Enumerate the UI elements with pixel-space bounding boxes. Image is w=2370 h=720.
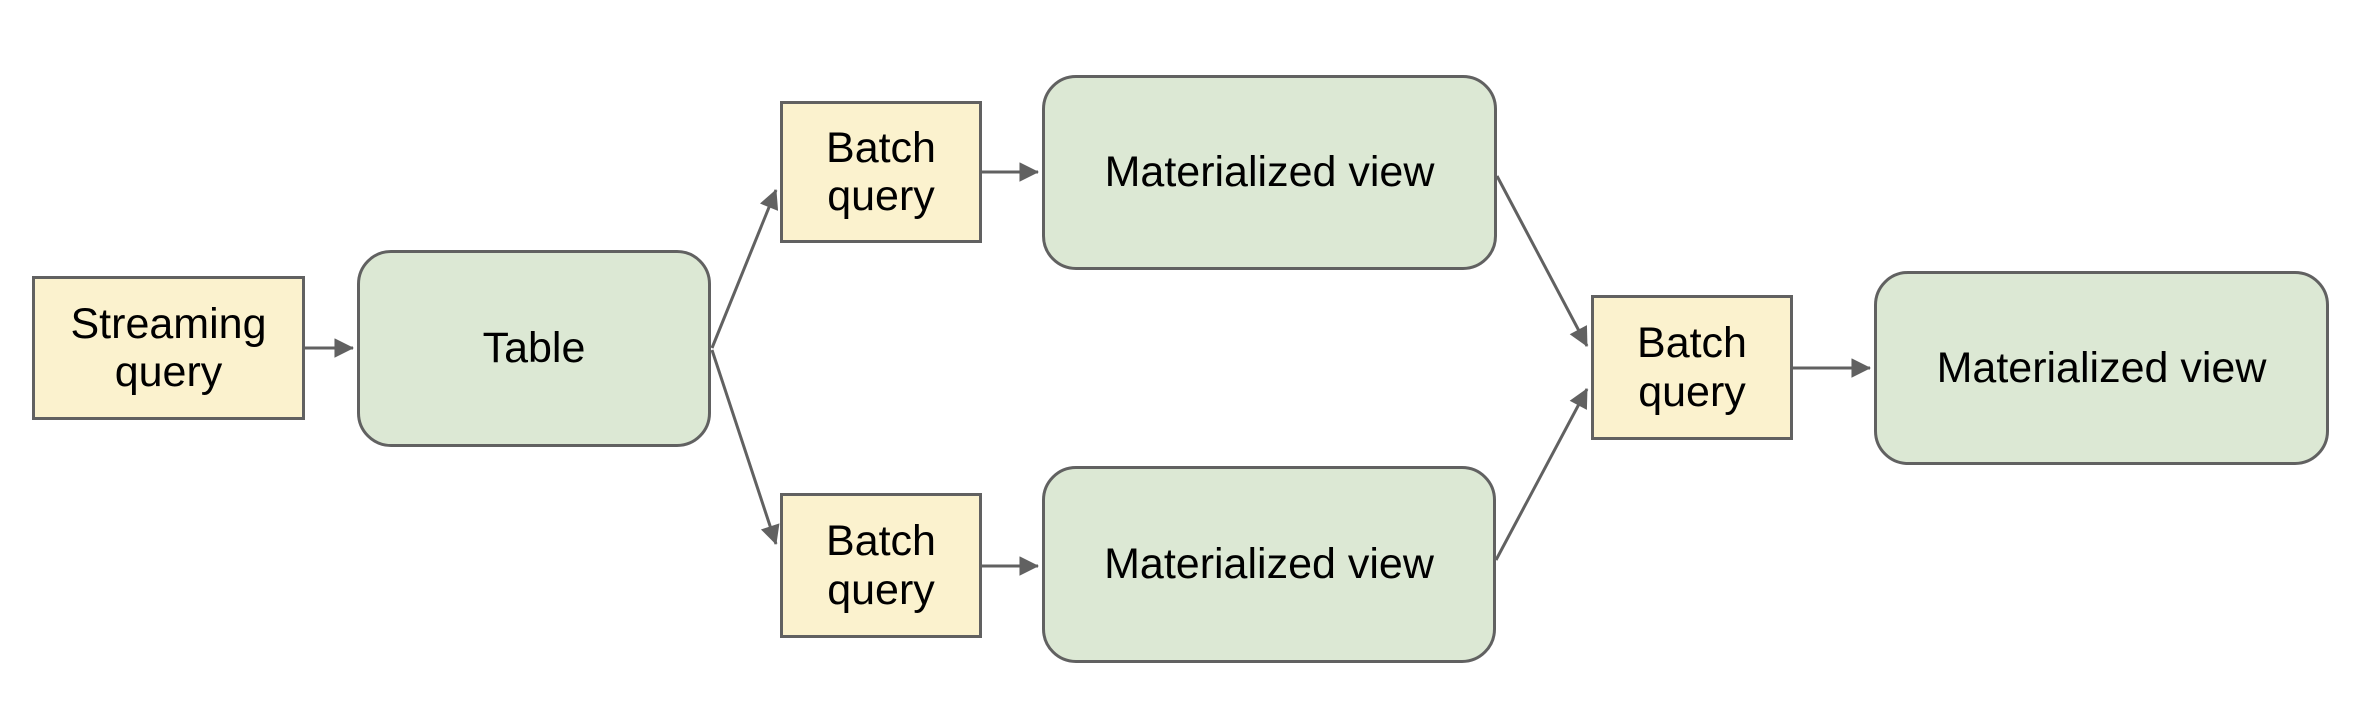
node-table: Table xyxy=(357,250,711,447)
node-batch-query-right: Batch query xyxy=(1591,295,1793,440)
edge-table-to-batch-query-top xyxy=(710,189,779,349)
node-label-batch-query-bottom: Batch query xyxy=(826,517,936,614)
node-streaming-query: Streaming query xyxy=(32,276,305,420)
node-batch-query-top: Batch query xyxy=(780,101,982,243)
node-label-materialized-view-right: Materialized view xyxy=(1936,343,2267,392)
edge-table-to-batch-query-bottom xyxy=(710,349,780,545)
node-batch-query-bottom: Batch query xyxy=(780,493,982,638)
node-label-materialized-view-bottom: Materialized view xyxy=(1104,540,1434,589)
node-materialized-view-top: Materialized view xyxy=(1042,75,1497,270)
edge-materialized-view-top-to-batch-query-right xyxy=(1495,175,1589,347)
node-label-table: Table xyxy=(482,324,586,373)
edge-materialized-view-bottom-to-batch-query-right xyxy=(1494,388,1589,561)
node-materialized-view-right: Materialized view xyxy=(1874,271,2329,465)
node-materialized-view-bottom: Materialized view xyxy=(1042,466,1496,663)
node-label-batch-query-top: Batch query xyxy=(826,123,936,220)
node-label-batch-query-right: Batch query xyxy=(1637,319,1747,416)
node-label-materialized-view-top: Materialized view xyxy=(1104,148,1435,197)
node-label-streaming-query: Streaming query xyxy=(70,299,267,396)
